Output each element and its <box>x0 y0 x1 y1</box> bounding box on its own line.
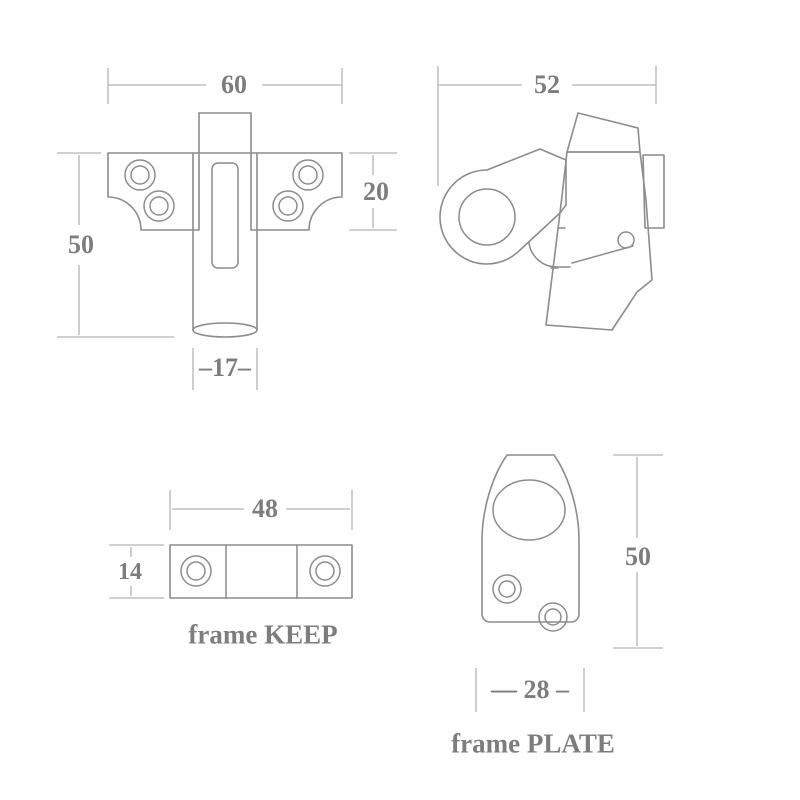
keep-screw-hole-2-outer <box>309 555 341 587</box>
frame-keep-label: frame KEEP <box>188 619 338 650</box>
side-view-ring-bore <box>458 188 516 246</box>
dimension-48 <box>169 490 353 530</box>
plate-screw-hole-1-outer <box>492 574 522 604</box>
dimension-50 <box>57 152 174 338</box>
frame-plate-label: frame PLATE <box>451 728 615 759</box>
plate-large-hole <box>492 479 566 541</box>
dimension-17-text: –17– <box>199 353 251 382</box>
dimension-14-text: 14 <box>118 559 142 585</box>
dimension-20-text: 20 <box>363 177 389 206</box>
dimension-60 <box>107 68 343 104</box>
dimension-plate-50-text: 50 <box>625 542 651 571</box>
dimension-17 <box>192 348 258 390</box>
front-view-screw-hole-3-inner <box>298 165 318 185</box>
front-view-screw-hole-1-outer <box>124 159 156 191</box>
dimension-52 <box>437 66 657 186</box>
dimension-plate-50 <box>613 454 663 649</box>
plate-screw-hole-2-outer <box>538 602 568 632</box>
dimension-28 <box>475 668 585 712</box>
dimension-20 <box>349 152 397 231</box>
side-view-pin-hole <box>617 231 635 249</box>
side-view-right-flange <box>642 154 665 229</box>
front-view-left-wing <box>107 152 200 231</box>
side-view-pin-tangent-line <box>571 245 634 264</box>
keep-screw-hole-1-outer <box>180 555 212 587</box>
fastener-front-view <box>107 112 343 338</box>
dimension-14 <box>109 544 164 599</box>
front-view-shaft-end-ellipse <box>192 322 258 338</box>
dimension-60-text: 60 <box>221 70 247 99</box>
side-view-top-flap <box>566 112 641 153</box>
front-view-screw-hole-4-inner <box>278 196 298 216</box>
dimension-50-text: 50 <box>68 230 94 259</box>
front-view-screw-hole-2-outer <box>143 190 175 222</box>
side-view-ring-outline <box>439 148 567 265</box>
front-view-screw-hole-2-inner <box>149 196 169 216</box>
fastener-side-view <box>439 112 665 331</box>
frame-keep-view <box>169 544 353 599</box>
keep-body <box>169 544 353 599</box>
keep-screw-hole-1-inner <box>186 561 206 581</box>
frame-plate-view <box>481 454 580 632</box>
dimension-48-text: 48 <box>252 494 278 523</box>
side-view-lower-sweep <box>528 242 571 268</box>
front-view-right-wing <box>250 152 343 231</box>
front-view-screw-hole-3-outer <box>292 159 324 191</box>
plate-screw-hole-2-inner <box>544 608 562 626</box>
front-view-screw-hole-4-outer <box>272 190 304 222</box>
plate-body <box>481 454 580 623</box>
dimension-28-text: — 28 – <box>491 675 569 704</box>
front-view-slot <box>211 162 239 269</box>
keep-screw-hole-2-inner <box>315 561 335 581</box>
front-view-screw-hole-1-inner <box>130 165 150 185</box>
side-view-body <box>545 151 653 331</box>
dimension-52-text: 52 <box>534 70 560 99</box>
front-view-top-tab <box>198 112 252 154</box>
plate-screw-hole-1-inner <box>498 580 516 598</box>
